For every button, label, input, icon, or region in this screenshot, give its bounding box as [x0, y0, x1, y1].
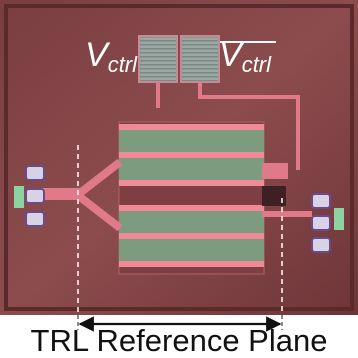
vctrl-bar-label-sub: ctrl	[241, 52, 272, 77]
vctrl-bar-label: Vctrl	[219, 36, 271, 76]
right-gap	[262, 186, 286, 206]
vctrl-bar-label-main: V	[219, 36, 242, 74]
switch-fingers	[119, 124, 264, 267]
reference-plane-caption: TRL Reference Plane	[30, 323, 328, 358]
control-pad-right	[180, 35, 220, 83]
ground-pads-left	[25, 165, 45, 227]
vctrl-bar-overline	[220, 41, 276, 43]
rf-pad-right	[334, 208, 344, 230]
rf-pad-left	[14, 186, 24, 208]
ground-pads-right	[311, 193, 331, 253]
die-border	[4, 4, 354, 311]
control-pad-left	[138, 35, 178, 83]
vctrl-label: Vctrl	[85, 36, 137, 76]
vctrl-label-main: V	[85, 36, 108, 74]
control-trace-right	[198, 82, 300, 170]
vctrl-label-sub: ctrl	[107, 52, 138, 77]
right-interconnect	[262, 163, 288, 179]
